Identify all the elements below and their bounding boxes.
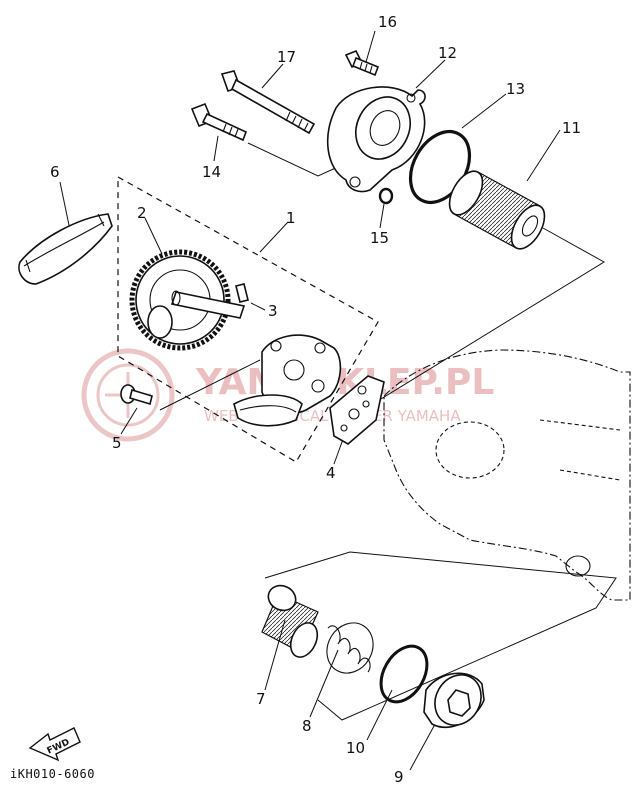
bolt-16	[344, 49, 380, 77]
callout-17: 17	[277, 48, 296, 66]
callout-13: 13	[506, 80, 525, 98]
bolt-17	[220, 70, 316, 135]
o-ring-10	[379, 644, 429, 704]
pin-3	[235, 283, 249, 303]
screw-5	[120, 384, 153, 406]
cover-6	[18, 213, 113, 285]
callout-12: 12	[438, 44, 457, 62]
callout-4: 4	[326, 464, 336, 482]
watermark-logo-icon	[81, 348, 175, 442]
filter-cover-12	[326, 86, 426, 193]
callout-15: 15	[370, 229, 389, 247]
callout-labels: 1 2 3 4 5 6 7 8 9 10 11 12 13 14 15 16 1…	[50, 13, 581, 786]
crankcase-outline	[383, 349, 631, 601]
o-ring-15	[378, 187, 394, 205]
pump-body	[233, 334, 342, 427]
callout-8: 8	[302, 717, 312, 735]
callout-6: 6	[50, 163, 60, 181]
strainer-7	[261, 584, 319, 658]
bolt-14	[190, 102, 248, 142]
gear-2	[129, 249, 246, 351]
callout-7: 7	[256, 690, 266, 708]
pump-assembly-box	[117, 175, 379, 463]
fwd-arrow-icon: FWD	[28, 727, 81, 762]
spring-8	[326, 622, 374, 674]
callout-2: 2	[137, 204, 147, 222]
callout-11: 11	[562, 119, 581, 137]
callout-3: 3	[268, 302, 278, 320]
callout-1: 1	[286, 209, 296, 227]
drain-plug-9	[423, 672, 485, 729]
drawing-code: iKH010-6060	[10, 767, 95, 781]
callout-5: 5	[112, 434, 122, 452]
callout-9: 9	[394, 768, 404, 786]
callout-16: 16	[378, 13, 397, 31]
gasket-4	[329, 375, 385, 445]
callout-10: 10	[346, 739, 365, 757]
oil-filter-11	[448, 170, 546, 250]
callout-14: 14	[202, 163, 221, 181]
